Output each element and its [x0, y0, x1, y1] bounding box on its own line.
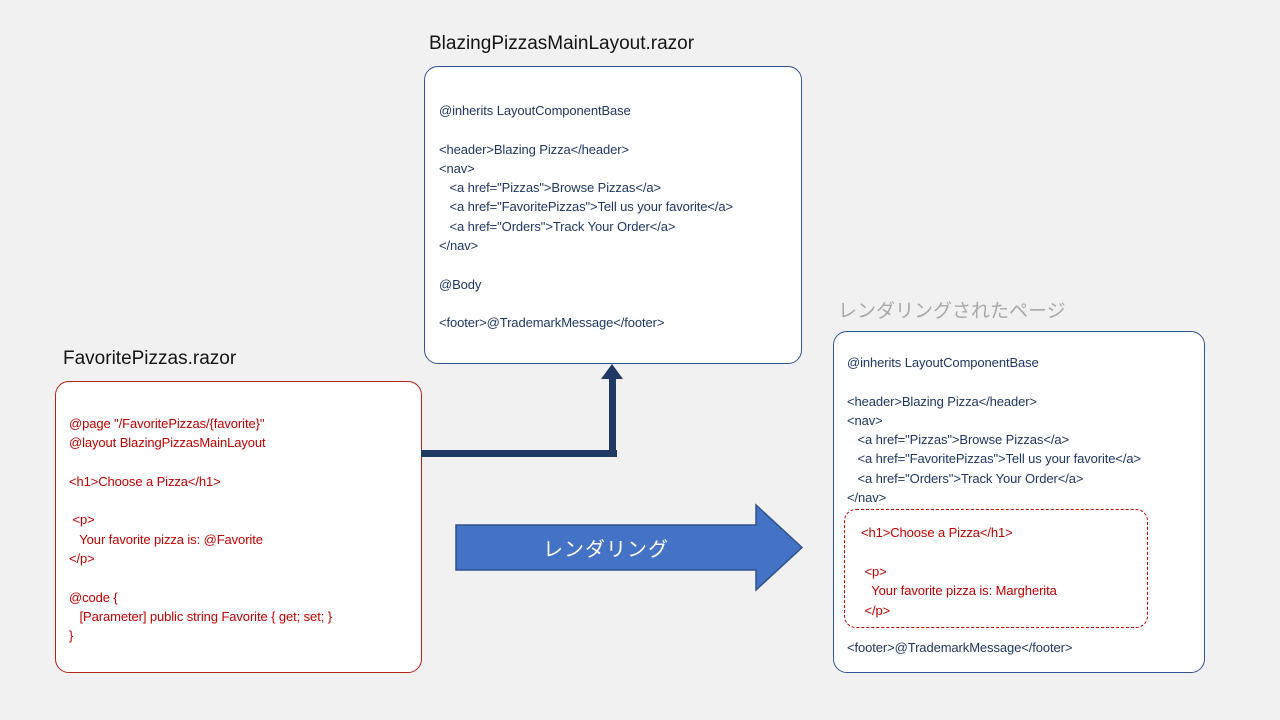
code-line: <a href="FavoritePizzas">Tell us your fa…: [847, 451, 1142, 467]
code-line: [69, 568, 413, 587]
code-line: @code {: [69, 589, 118, 605]
code-line: <p>: [69, 512, 95, 528]
code-line: <header>Blazing Pizza</header>: [847, 393, 1037, 409]
code-line: [847, 372, 1196, 391]
code-line: [439, 294, 793, 313]
code-line: Your favorite pizza is: Margherita: [861, 583, 1057, 599]
rendered-page-panel: @inherits LayoutComponentBase <header>Bl…: [833, 331, 1205, 673]
code-line: @inherits LayoutComponentBase: [439, 103, 631, 118]
code-line: [439, 120, 793, 139]
code-line: [439, 255, 793, 274]
code-line: <a href="FavoritePizzas">Tell us your fa…: [439, 199, 734, 215]
code-line: [69, 491, 413, 510]
page-code-panel: @page "/FavoritePizzas/{favorite}" @layou…: [55, 381, 422, 673]
code-line: @Body: [439, 276, 482, 292]
layout-code-panel: @inherits LayoutComponentBase <header>Bl…: [424, 66, 802, 364]
code-line: <header>Blazing Pizza</header>: [439, 141, 629, 157]
rendered-code-top: @inherits LayoutComponentBase <header>Bl…: [847, 353, 1196, 507]
code-line: <p>: [861, 563, 887, 579]
code-line: </p>: [861, 602, 891, 618]
rendered-panel-title: レンダリングされたページ: [838, 301, 1066, 322]
code-line: }: [69, 628, 74, 644]
layout-code: @inherits LayoutComponentBase <header>Bl…: [439, 101, 793, 333]
code-line: </nav>: [439, 238, 479, 254]
code-line: [861, 543, 1143, 562]
code-line: <h1>Choose a Pizza</h1>: [69, 473, 221, 489]
code-line: <footer>@TrademarkMessage</footer>: [439, 315, 665, 331]
code-line: <footer>@TrademarkMessage</footer>: [847, 640, 1073, 656]
code-line: <a href="Orders">Track Your Order</a>: [439, 218, 676, 234]
rendered-inserted-code: <h1>Choose a Pizza</h1> <p> Your favorit…: [861, 523, 1143, 619]
page-code: @page "/FavoritePizzas/{favorite}" @layou…: [69, 414, 413, 646]
code-line: </nav>: [847, 490, 887, 506]
code-line: @layout BlazingPizzasMainLayout: [69, 435, 266, 451]
page-panel-title: FavoritePizzas.razor: [63, 348, 237, 369]
code-line: <nav>: [439, 160, 475, 176]
code-line: [69, 453, 413, 472]
inserted-body-outline: <h1>Choose a Pizza</h1> <p> Your favorit…: [844, 509, 1148, 629]
code-line: <h1>Choose a Pizza</h1>: [861, 525, 1013, 541]
layout-panel-title: BlazingPizzasMainLayout.razor: [429, 33, 695, 54]
code-line: <a href="Orders">Track Your Order</a>: [847, 470, 1084, 486]
code-line: @inherits LayoutComponentBase: [847, 355, 1039, 370]
code-line: </p>: [69, 551, 95, 567]
code-line: @page "/FavoritePizzas/{favorite}": [69, 416, 265, 431]
render-arrow-icon: [455, 503, 804, 592]
elbow-vertical-segment: [609, 377, 616, 457]
code-line: <nav>: [847, 412, 883, 428]
elbow-arrowhead-up-icon: [601, 364, 623, 379]
rendered-code-bottom: <footer>@TrademarkMessage</footer>: [847, 638, 1196, 657]
code-line: <a href="Pizzas">Browse Pizzas</a>: [439, 180, 662, 196]
code-line: Your favorite pizza is: @Favorite: [69, 531, 263, 547]
code-line: <a href="Pizzas">Browse Pizzas</a>: [847, 432, 1070, 448]
elbow-horizontal-segment: [421, 450, 617, 457]
code-line: [Parameter] public string Favorite { get…: [69, 608, 333, 624]
render-arrow-label: レンダリング: [543, 539, 669, 561]
